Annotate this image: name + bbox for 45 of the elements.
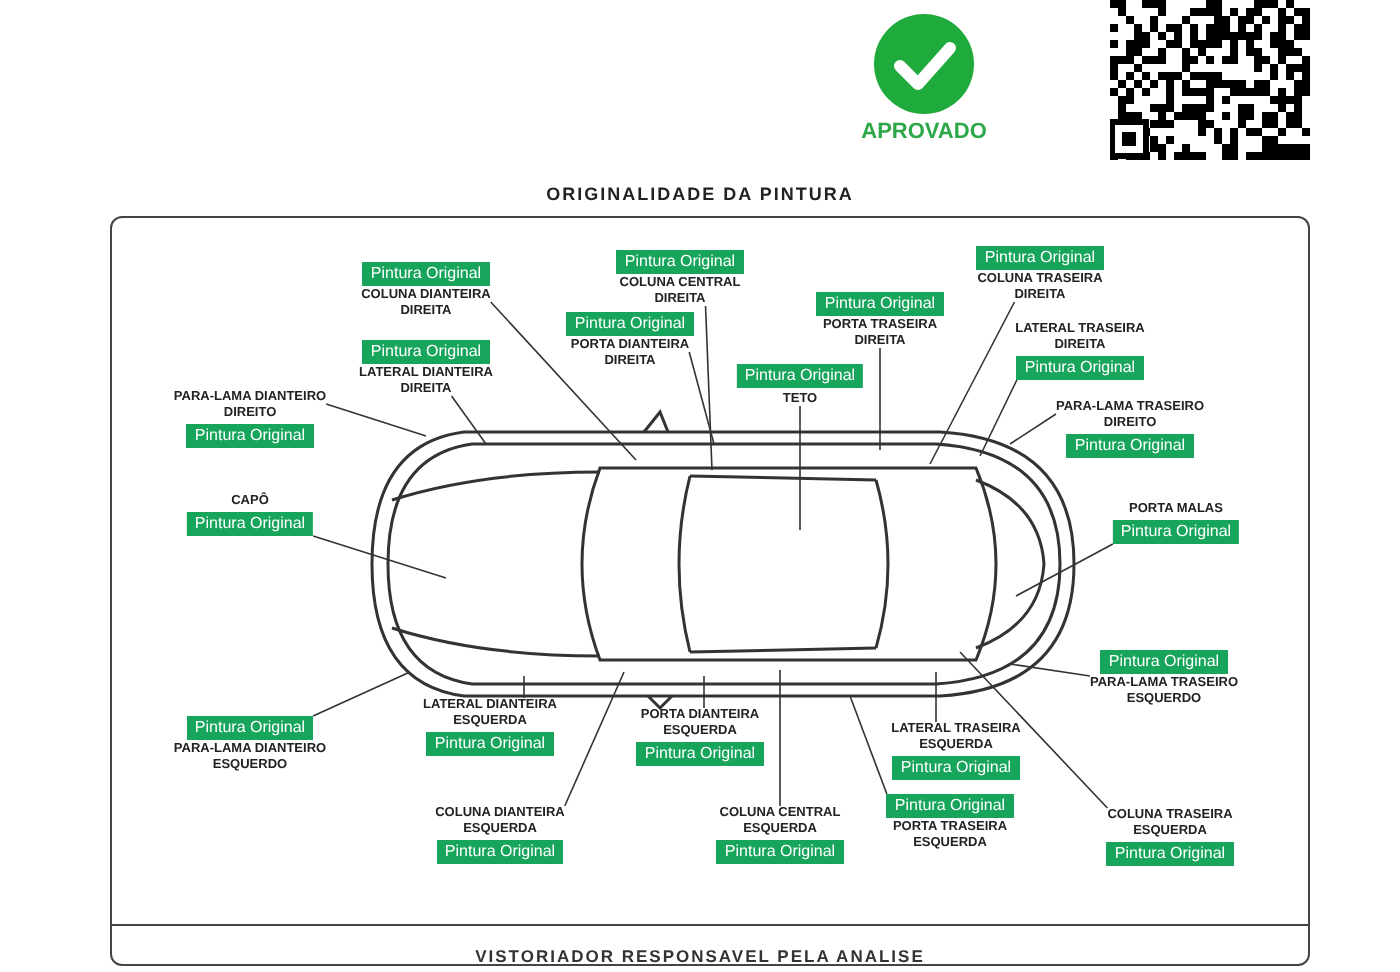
leader-line: [1009, 663, 1091, 677]
status-badge: Pintura Original: [186, 424, 314, 448]
status-badge: Pintura Original: [1016, 356, 1144, 380]
status-badge: Pintura Original: [362, 340, 490, 364]
leader-line: [312, 535, 447, 579]
status-badge: Pintura Original: [892, 756, 1020, 780]
leader-line: [312, 671, 411, 717]
leader-line: [523, 675, 525, 699]
leader-line: [1009, 413, 1057, 445]
status-badge: Pintura Original: [1112, 520, 1240, 544]
footer-heading: VISTORIADOR RESPONSAVEL PELA ANALISE: [473, 946, 927, 966]
leader-line: [959, 651, 1109, 809]
status-badge: Pintura Original: [1100, 650, 1228, 674]
status-badge: Pintura Original: [186, 512, 314, 536]
status-badge: Pintura Original: [426, 732, 554, 756]
leader-line: [450, 395, 487, 445]
status-badge: Pintura Original: [362, 262, 490, 286]
leader-line: [979, 379, 1018, 457]
status-badge: Pintura Original: [976, 246, 1104, 270]
leader-line: [325, 403, 427, 437]
section-title: ORIGINALIDADE DA PINTURA: [544, 184, 856, 204]
leader-line: [563, 671, 625, 807]
status-badge: Pintura Original: [886, 794, 1014, 818]
status-badge: Pintura Original: [616, 250, 744, 274]
status-badge: Pintura Original: [716, 840, 844, 864]
status-badge: Pintura Original: [1066, 434, 1194, 458]
leader-line: [799, 405, 801, 531]
status-badge: Pintura Original: [736, 364, 864, 388]
status-badge: Pintura Original: [436, 840, 564, 864]
status-badge: Pintura Original: [816, 292, 944, 316]
leader-line: [704, 305, 713, 471]
leader-line: [779, 669, 781, 807]
leader-line: [929, 301, 1016, 465]
status-badge: Pintura Original: [636, 742, 764, 766]
leader-line: [703, 675, 705, 709]
status-badge: Pintura Original: [1106, 842, 1234, 866]
leader-line: [489, 301, 637, 461]
leader-line: [1015, 543, 1114, 597]
status-badge: Pintura Original: [186, 716, 314, 740]
leader-line: [688, 351, 715, 445]
leader-line: [879, 347, 881, 451]
leader-line: [849, 695, 888, 795]
status-text: APROVADO: [859, 120, 989, 144]
leader-line: [935, 671, 937, 723]
status-badge: Pintura Original: [566, 312, 694, 336]
